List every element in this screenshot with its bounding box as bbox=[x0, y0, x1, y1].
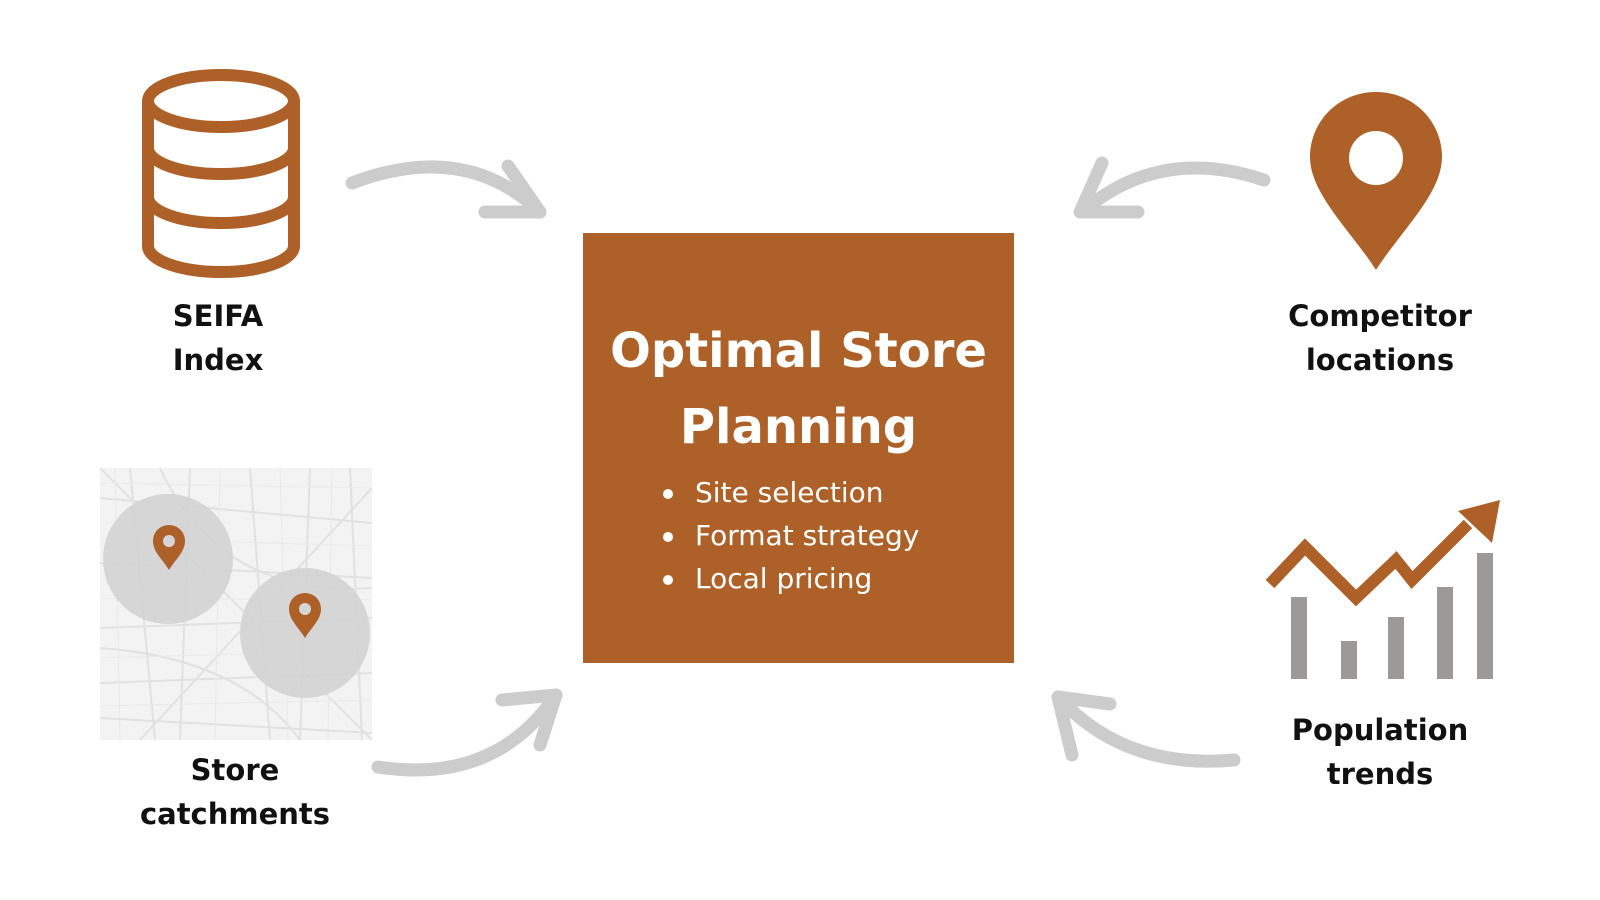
seifa-label-line1: SEIFA bbox=[172, 299, 264, 333]
trend-chart-icon bbox=[1265, 500, 1500, 679]
competitor-label-line1: Competitor bbox=[1288, 299, 1472, 333]
population-label-line1: Population bbox=[1291, 713, 1469, 747]
center-title-line2: Planning bbox=[679, 399, 918, 455]
catchments-label-line1: Store bbox=[190, 753, 280, 787]
center-title: Optimal Store Planning bbox=[583, 313, 1014, 465]
planning-bullet-list: Site selection Format strategy Local pri… bbox=[663, 471, 919, 600]
optimal-store-planning-box: Optimal Store Planning Site selection Fo… bbox=[583, 233, 1014, 663]
arrow-catchments-to-center bbox=[371, 688, 563, 777]
bullet-site-selection: Site selection bbox=[663, 471, 919, 514]
arrow-population-to-center bbox=[1051, 690, 1241, 768]
seifa-index-label: SEIFA Index bbox=[118, 294, 318, 382]
competitor-label-line2: locations bbox=[1305, 343, 1455, 377]
population-label-line2: trends bbox=[1326, 757, 1434, 791]
catchment-map-icon bbox=[100, 468, 372, 740]
store-catchments-label: Store catchments bbox=[130, 748, 340, 836]
bullet-local-pricing: Local pricing bbox=[663, 557, 919, 600]
catchments-label-line2: catchments bbox=[139, 797, 331, 831]
arrow-seifa-to-center bbox=[345, 159, 547, 219]
seifa-label-line2: Index bbox=[172, 343, 264, 377]
competitor-locations-label: Competitor locations bbox=[1260, 294, 1500, 382]
center-title-line1: Optimal Store bbox=[610, 323, 987, 379]
population-trends-label: Population trends bbox=[1260, 708, 1500, 796]
map-pin-icon bbox=[1310, 92, 1442, 270]
arrow-competitor-to-center bbox=[1073, 156, 1271, 219]
database-icon bbox=[142, 69, 300, 278]
bullet-format-strategy: Format strategy bbox=[663, 514, 919, 557]
